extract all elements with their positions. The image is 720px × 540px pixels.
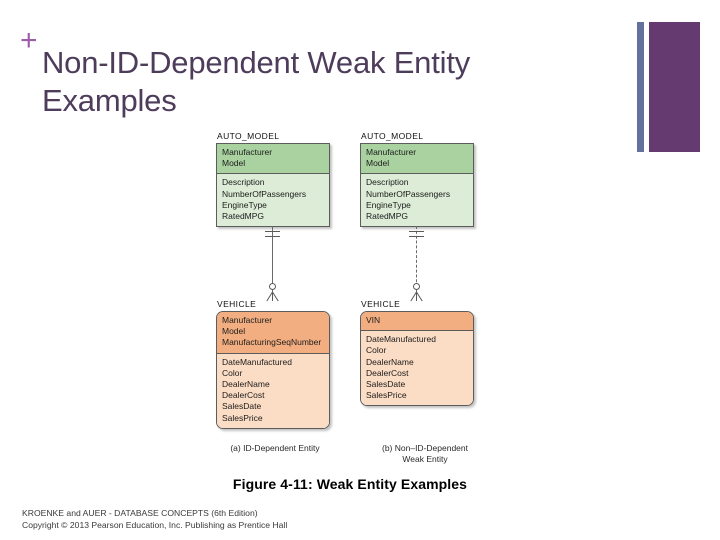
attribute: RatedMPG <box>222 211 265 222</box>
attribute: Model <box>366 158 390 169</box>
subfigure-caption-b-line2: Weak Entity <box>402 453 448 464</box>
attribute: DealerName <box>366 356 414 367</box>
attribute: SalesDate <box>222 401 262 412</box>
attribution-line-2: Copyright © 2013 Pearson Education, Inc.… <box>22 519 288 530</box>
attribute: Description <box>222 177 265 188</box>
attribute: SalesPrice <box>366 390 407 401</box>
attribute: EngineType <box>222 199 267 210</box>
entity-box: VIN DateManufactured Color DealerName De… <box>360 311 474 407</box>
attribute: VIN <box>366 315 381 325</box>
plus-icon: + <box>20 24 38 57</box>
key-attribute-group: Manufacturer Model <box>361 144 473 175</box>
entity-box: Manufacturer Model Description NumberOfP… <box>360 143 474 228</box>
subfigure-caption-a: (a) ID-Dependent Entity <box>230 443 320 453</box>
attribute: DateManufactured <box>366 334 436 345</box>
attribute: SalesDate <box>366 379 406 390</box>
nonkey-attribute-group: DateManufactured Color DealerName Dealer… <box>217 353 329 428</box>
entity-box: Manufacturer Model ManufacturingSeqNumbe… <box>216 311 330 429</box>
page-title: Non-ID-Dependent Weak Entity Examples <box>42 45 471 118</box>
accent-bar-purple <box>649 22 700 152</box>
entity-name-label: AUTO_MODEL <box>361 131 424 141</box>
attribute: Color <box>366 345 387 356</box>
relationship-line-dashed <box>416 226 417 292</box>
entity-vehicle-a: VEHICLE Manufacturer Model Manufacturing… <box>216 299 330 429</box>
attribute: DateManufactured <box>222 356 292 367</box>
entity-name-label: VEHICLE <box>217 299 257 309</box>
attribute: Description <box>366 177 409 188</box>
attribute: Manufacturer <box>222 315 273 325</box>
attribution-line-1: KROENKE and AUER - DATABASE CONCEPTS (6t… <box>22 508 258 518</box>
nonkey-attribute-group: Description NumberOfPassengers EngineTyp… <box>217 174 329 227</box>
entity-box: Manufacturer Model Description NumberOfP… <box>216 143 330 228</box>
cardinality-zero-circle <box>413 283 420 290</box>
crows-foot-icon <box>266 292 279 302</box>
attribute: Color <box>222 367 243 378</box>
relationship-line-solid <box>272 226 273 292</box>
crows-foot-icon <box>410 292 423 302</box>
attribute: Model <box>222 158 246 169</box>
attribute: Manufacturer <box>366 147 417 157</box>
subfigure-caption-b-line1: (b) Non–ID-Dependent <box>382 443 468 453</box>
identifying-bar <box>265 236 280 237</box>
attribute: ManufacturingSeqNumber <box>222 337 322 348</box>
attribute: Model <box>222 326 246 337</box>
attribute: DealerCost <box>366 367 409 378</box>
key-attribute-group: VIN <box>361 312 473 332</box>
attribute: NumberOfPassengers <box>366 188 451 199</box>
nonkey-attribute-group: Description NumberOfPassengers EngineTyp… <box>361 174 473 227</box>
cardinality-one-bar <box>409 231 424 232</box>
key-attribute-group: Manufacturer Model ManufacturingSeqNumbe… <box>217 312 329 354</box>
entity-name-label: VEHICLE <box>361 299 401 309</box>
attribute: NumberOfPassengers <box>222 188 307 199</box>
attribute: EngineType <box>366 199 411 210</box>
entity-auto-model-a: AUTO_MODEL Manufacturer Model Descriptio… <box>216 131 330 228</box>
attribute: Manufacturer <box>222 147 273 157</box>
attribute: SalesPrice <box>222 412 263 423</box>
entity-auto-model-b: AUTO_MODEL Manufacturer Model Descriptio… <box>360 131 474 228</box>
subfigure-caption-b: (b) Non–ID-Dependent Weak Entity <box>355 443 495 464</box>
key-attribute-group: Manufacturer Model <box>217 144 329 175</box>
attribution-footer: KROENKE and AUER - DATABASE CONCEPTS (6t… <box>22 508 287 531</box>
entity-name-label: AUTO_MODEL <box>217 131 280 141</box>
cardinality-one-bar <box>265 231 280 232</box>
cardinality-zero-circle <box>269 283 276 290</box>
accent-bar-slate <box>637 22 644 152</box>
figure-caption: Figure 4-11: Weak Entity Examples <box>232 476 468 492</box>
attribute: DealerCost <box>222 390 265 401</box>
entity-vehicle-b: VEHICLE VIN DateManufactured Color Deale… <box>360 299 474 407</box>
attribute: DealerName <box>222 379 270 390</box>
identifying-bar <box>409 236 424 237</box>
nonkey-attribute-group: DateManufactured Color DealerName Dealer… <box>361 331 473 406</box>
attribute: RatedMPG <box>366 211 409 222</box>
